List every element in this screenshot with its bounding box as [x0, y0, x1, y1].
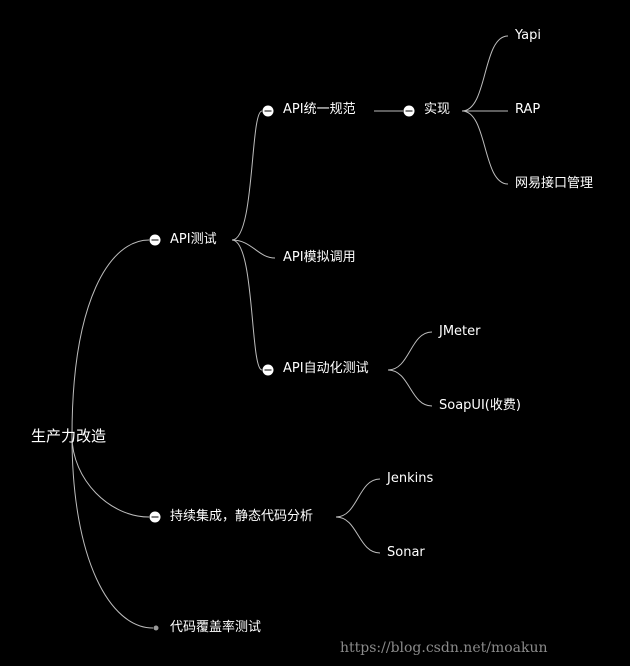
collapse-toggle-api-testing[interactable] [149, 234, 161, 246]
watermark-url: https://blog.csdn.net/moakun [340, 640, 548, 656]
node-netease-api-mgmt: 网易接口管理 [515, 176, 594, 191]
node-jenkins: Jenkins [387, 471, 434, 486]
node-api-automation: API自动化测试 [283, 361, 369, 376]
collapse-toggle-ci[interactable] [149, 511, 161, 523]
edge-root-coverage [71, 435, 154, 629]
edge-api-testing-spec [231, 110, 263, 241]
collapse-toggle-api-automation[interactable] [262, 364, 274, 376]
node-rap: RAP [515, 102, 541, 117]
node-yapi: Yapi [515, 28, 541, 43]
node-jmeter: JMeter [439, 324, 481, 339]
collapse-toggle-implementation[interactable] [403, 105, 415, 117]
edge-ci-sonar [335, 516, 381, 554]
node-api-spec: API统一规范 [283, 102, 356, 117]
node-ci-static-analysis: 持续集成，静态代码分析 [170, 509, 314, 524]
leaf-dot-coverage [153, 625, 159, 631]
edge-api-testing-automation [231, 239, 263, 371]
node-api-testing: API测试 [170, 232, 217, 247]
edge-ci-jenkins [335, 478, 381, 518]
edge-root-ci [71, 435, 150, 518]
edge-automation-soapui [387, 369, 433, 407]
edge-implementation-netease [461, 110, 509, 185]
node-soapui: SoapUI(收费) [439, 398, 521, 413]
node-api-mock: API模拟调用 [283, 250, 356, 265]
node-sonar: Sonar [387, 545, 425, 560]
edge-implementation-yapi [461, 35, 509, 112]
collapse-toggle-api-spec[interactable] [262, 105, 274, 117]
edge-api-testing-mock [231, 239, 276, 259]
edge-automation-jmeter [387, 331, 433, 371]
node-implementation: 实现 [424, 102, 451, 117]
root-node-label: 生产力改造 [31, 427, 107, 445]
node-code-coverage: 代码覆盖率测试 [170, 620, 262, 635]
edge-root-api-testing [71, 239, 150, 437]
